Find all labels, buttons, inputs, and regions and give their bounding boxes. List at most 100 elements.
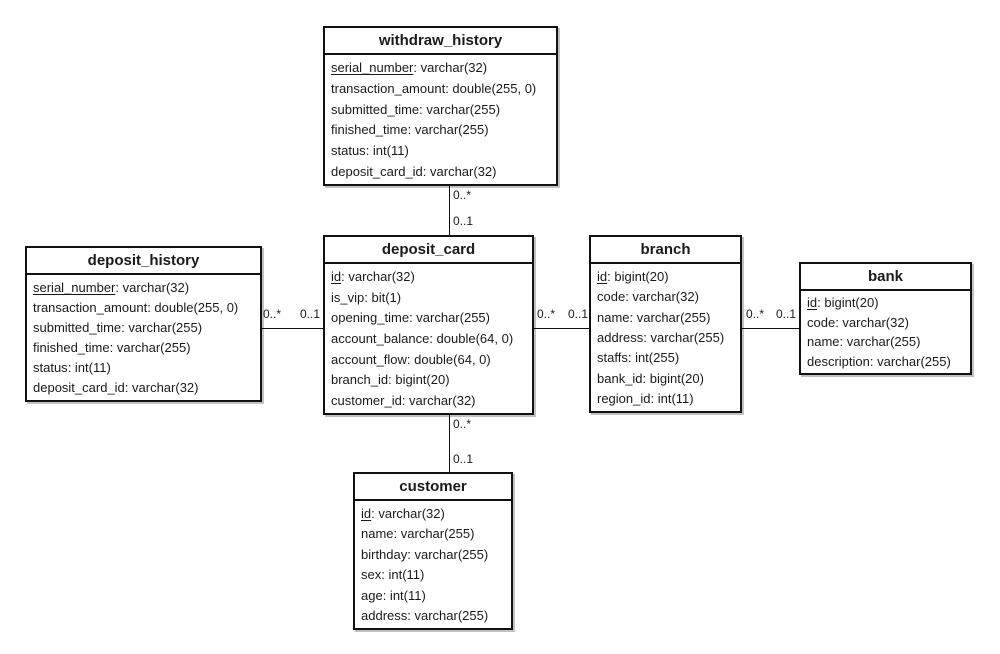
attribute-type: : varchar(32) [413, 59, 488, 75]
entity-title: branch [591, 237, 740, 264]
attribute-type: : bigint(20) [388, 372, 450, 388]
connector-deposit-history-deposit-card-line [262, 328, 323, 329]
attribute-row: account_balance: double(64, 0) [325, 328, 532, 349]
attribute-row: age: int(11) [355, 585, 511, 606]
attribute-type: : varchar(255) [121, 319, 203, 335]
attribute-type: : varchar(32) [422, 164, 497, 180]
entity-customer[interactable]: customer id: varchar(32)name: varchar(25… [353, 472, 513, 630]
connector-deposit-card-customer-line [449, 415, 450, 472]
attribute-row: opening_time: varchar(255) [325, 307, 532, 328]
multiplicity-label: 0..* [453, 417, 472, 431]
attribute-name-primary-key: id [331, 268, 342, 284]
attribute-name: name [807, 334, 840, 350]
attribute-type: : bigint(20) [642, 370, 704, 386]
attribute-row: bank_id: bigint(20) [591, 368, 740, 388]
attribute-type: : int(11) [381, 567, 425, 583]
attribute-row: serial_number: varchar(32) [27, 277, 260, 297]
attribute-type: : double(255, 0) [147, 299, 239, 315]
attribute-row: deposit_card_id: varchar(32) [325, 161, 556, 182]
attribute-row: transaction_amount: double(255, 0) [27, 297, 260, 317]
attribute-row: deposit_card_id: varchar(32) [27, 378, 260, 398]
attribute-name-primary-key: id [361, 505, 372, 521]
attribute-name: transaction_amount [331, 80, 446, 96]
attribute-type: : bigint(20) [817, 295, 879, 311]
attribute-type: : int(11) [67, 360, 111, 376]
entity-deposit-history[interactable]: deposit_history serial_number: varchar(3… [25, 246, 262, 402]
attribute-name: transaction_amount [33, 299, 148, 315]
attribute-row: customer_id: varchar(32) [325, 390, 532, 411]
attribute-row: staffs: int(255) [591, 348, 740, 368]
attribute-name: address [361, 608, 408, 624]
attribute-name: finished_time [331, 122, 408, 138]
attribute-row: submitted_time: varchar(255) [27, 317, 260, 337]
attribute-type: : varchar(255) [419, 101, 501, 117]
multiplicity-label: 0..1 [300, 307, 321, 321]
attribute-type: : varchar(32) [371, 505, 445, 521]
multiplicity-label: 0..1 [453, 214, 474, 228]
entity-attributes: serial_number: varchar(32)transaction_am… [325, 55, 556, 184]
attribute-name: customer_id [331, 393, 402, 409]
attribute-name: account_balance [331, 331, 430, 347]
attribute-name: submitted_time [33, 319, 122, 335]
attribute-type: : varchar(255) [407, 608, 489, 624]
attribute-row: id: varchar(32) [355, 503, 511, 524]
entity-title: withdraw_history [325, 28, 556, 55]
attribute-type: : int(11) [650, 391, 694, 407]
attribute-type: : bit(1) [364, 289, 402, 305]
attribute-name-primary-key: id [807, 295, 818, 311]
attribute-row: code: varchar(32) [801, 313, 970, 333]
attribute-name: status [33, 360, 68, 376]
entity-title: customer [355, 474, 511, 501]
attribute-row: name: varchar(255) [591, 307, 740, 327]
attribute-type: : varchar(32) [401, 393, 476, 409]
attribute-name: is_vip [331, 289, 365, 305]
attribute-row: branch_id: bigint(20) [325, 370, 532, 391]
attribute-name: submitted_time [331, 101, 420, 117]
attribute-name: birthday [361, 546, 408, 562]
attribute-name: status [331, 143, 366, 159]
attribute-name: deposit_card_id [331, 164, 423, 180]
attribute-name: sex [361, 567, 382, 583]
connector-branch-bank-line [742, 328, 799, 329]
attribute-type: : double(255, 0) [445, 80, 537, 96]
multiplicity-label: 0..* [263, 307, 282, 321]
attribute-type: : int(11) [382, 587, 426, 603]
attribute-row: finished_time: varchar(255) [325, 119, 556, 140]
attribute-row: name: varchar(255) [355, 524, 511, 545]
attribute-type: : varchar(255) [839, 334, 921, 350]
attribute-type: : int(255) [627, 350, 680, 366]
attribute-type: : int(11) [365, 143, 409, 159]
attribute-row: serial_number: varchar(32) [325, 57, 556, 78]
attribute-row: account_flow: double(64, 0) [325, 349, 532, 370]
entity-title: bank [801, 264, 970, 291]
multiplicity-label: 0..* [537, 307, 556, 321]
attribute-row: id: bigint(20) [591, 266, 740, 286]
attribute-type: : varchar(32) [625, 289, 699, 305]
attribute-name-primary-key: serial_number [331, 59, 414, 75]
attribute-row: id: bigint(20) [801, 293, 970, 313]
attribute-type: : varchar(255) [409, 310, 490, 326]
attribute-type: : varchar(255) [393, 526, 475, 542]
attribute-name: staffs [597, 350, 628, 366]
attribute-row: address: varchar(255) [355, 606, 511, 627]
attribute-name: finished_time [33, 340, 110, 356]
multiplicity-label: 0..* [453, 188, 472, 202]
attribute-row: birthday: varchar(255) [355, 544, 511, 565]
entity-deposit-card[interactable]: deposit_card id: varchar(32)is_vip: bit(… [323, 235, 534, 415]
attribute-name-primary-key: id [597, 268, 608, 284]
attribute-type: : varchar(32) [341, 268, 415, 284]
entity-withdraw-history[interactable]: withdraw_history serial_number: varchar(… [323, 26, 558, 186]
entity-branch[interactable]: branch id: bigint(20)code: varchar(32)na… [589, 235, 742, 413]
multiplicity-label: 0..* [746, 307, 765, 321]
entity-attributes: id: varchar(32)is_vip: bit(1)opening_tim… [325, 264, 532, 413]
attribute-row: finished_time: varchar(255) [27, 338, 260, 358]
attribute-name: address [597, 329, 644, 345]
attribute-name: bank_id [597, 370, 643, 386]
attribute-row: description: varchar(255) [801, 352, 970, 372]
connector-withdraw-history-deposit-card-line [449, 186, 450, 235]
entity-title: deposit_card [325, 237, 532, 264]
attribute-type: : varchar(255) [109, 340, 191, 356]
attribute-name: age [361, 587, 383, 603]
entity-bank[interactable]: bank id: bigint(20)code: varchar(32)name… [799, 262, 972, 375]
